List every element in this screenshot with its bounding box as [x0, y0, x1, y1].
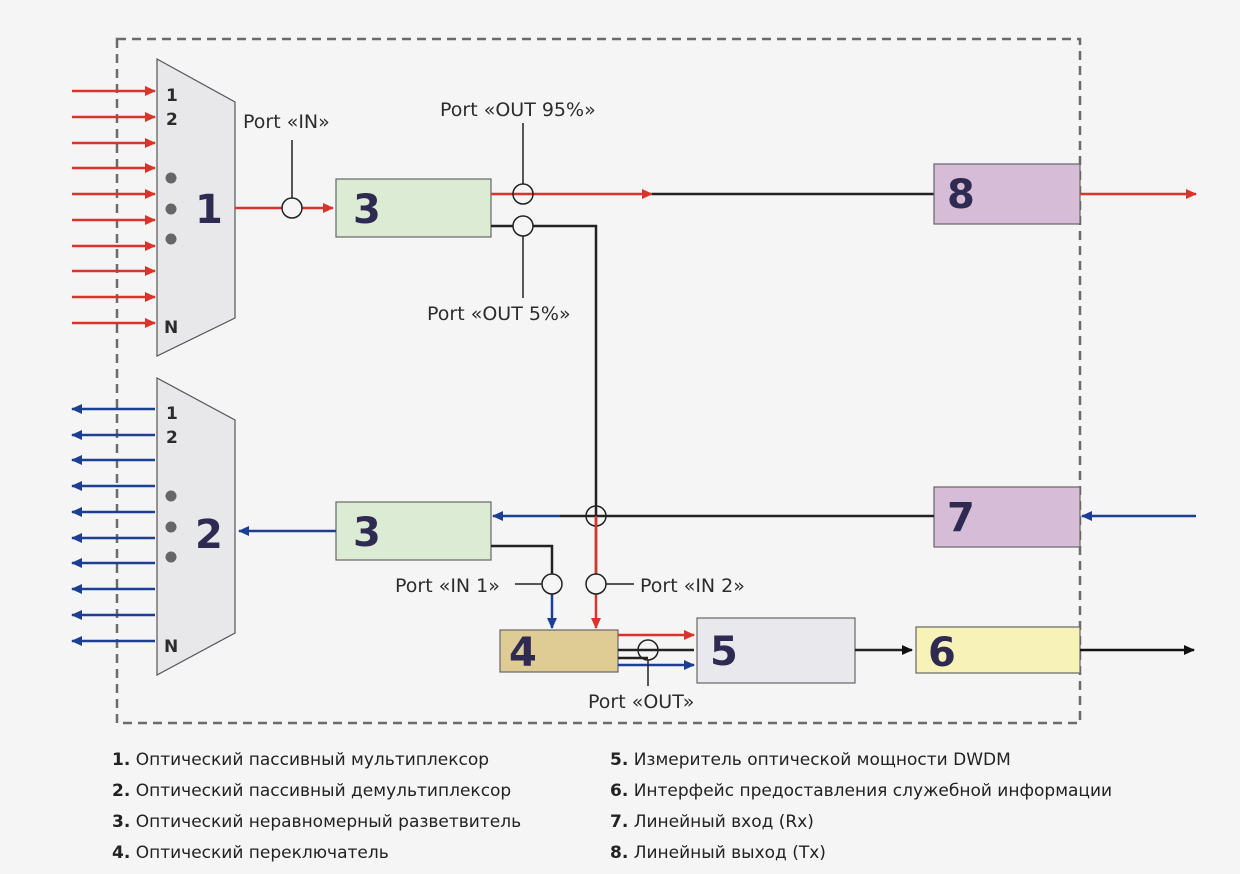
line-in-number: 7: [947, 495, 975, 541]
switch-block: [499, 629, 619, 673]
demux-ch-n-label: N: [164, 637, 178, 657]
demux-dots: [165, 490, 177, 563]
out5-line: [491, 224, 598, 588]
splitter-top-number: 3: [353, 187, 381, 233]
legend-item-2: 2. Оптический пассивный демультиплексор: [112, 781, 512, 801]
demux-block: [156, 376, 236, 677]
legend-item-5: 5. Измеритель оптической мощности DWDM: [610, 750, 1011, 770]
line-in-block: [933, 486, 1081, 548]
mux-ch-1-label: 1: [166, 86, 178, 106]
meter-block: [696, 617, 856, 684]
legend-item-7: 7. Линейный вход (Rx): [610, 812, 814, 832]
line-out-number: 8: [947, 172, 975, 218]
meter-number: 5: [710, 629, 738, 675]
mux-dots: [165, 172, 177, 245]
demux-number: 2: [195, 512, 223, 558]
service-interface-block: [915, 626, 1081, 674]
legend-item-1: 1. Оптический пассивный мультиплексор: [112, 750, 490, 770]
demux-ch-2-label: 2: [166, 428, 178, 448]
legend-right: 5. Измеритель оптической мощности DWDM 6…: [610, 745, 1112, 869]
port-in-label: Port «IN»: [243, 111, 330, 133]
mux-input-arrows: [72, 86, 156, 328]
port-in2-label: Port «IN 2»: [640, 575, 745, 597]
demux-ch-1-label: 1: [166, 404, 178, 424]
port-out5-label: Port «OUT 5%»: [427, 303, 571, 325]
port-out5-marker: [512, 215, 534, 237]
port-in1-marker: [541, 573, 563, 595]
legend-item-8: 8. Линейный выход (Tx): [610, 843, 826, 863]
port-out-label: Port «OUT»: [588, 691, 694, 713]
in1-black-line: [491, 544, 554, 580]
legend-item-3: 3. Оптический неравномерный разветвитель: [112, 812, 522, 832]
port-in1-label: Port «IN 1»: [395, 575, 500, 597]
service-interface-number: 6: [928, 630, 956, 676]
splitter-top-block: [335, 178, 492, 238]
port-in-marker: [281, 197, 303, 219]
port-in2-marker: [585, 573, 607, 595]
mux-block: [156, 57, 236, 357]
legend-left: 1. Оптический пассивный мультиплексор 2.…: [112, 745, 521, 869]
demux-output-arrows: [71, 404, 155, 646]
device-enclosure: [115, 37, 1082, 725]
mux-ch-2-label: 2: [166, 110, 178, 130]
splitter-bottom-number: 3: [353, 510, 381, 556]
switch-number: 4: [509, 630, 537, 676]
port-out95-label: Port «OUT 95%»: [440, 99, 596, 121]
mux-ch-n-label: N: [164, 318, 178, 338]
legend-item-4: 4. Оптический переключатель: [112, 843, 389, 863]
mux-number: 1: [195, 187, 223, 233]
legend-item-6: 6. Интерфейс предоставления служебной ин…: [610, 781, 1113, 801]
